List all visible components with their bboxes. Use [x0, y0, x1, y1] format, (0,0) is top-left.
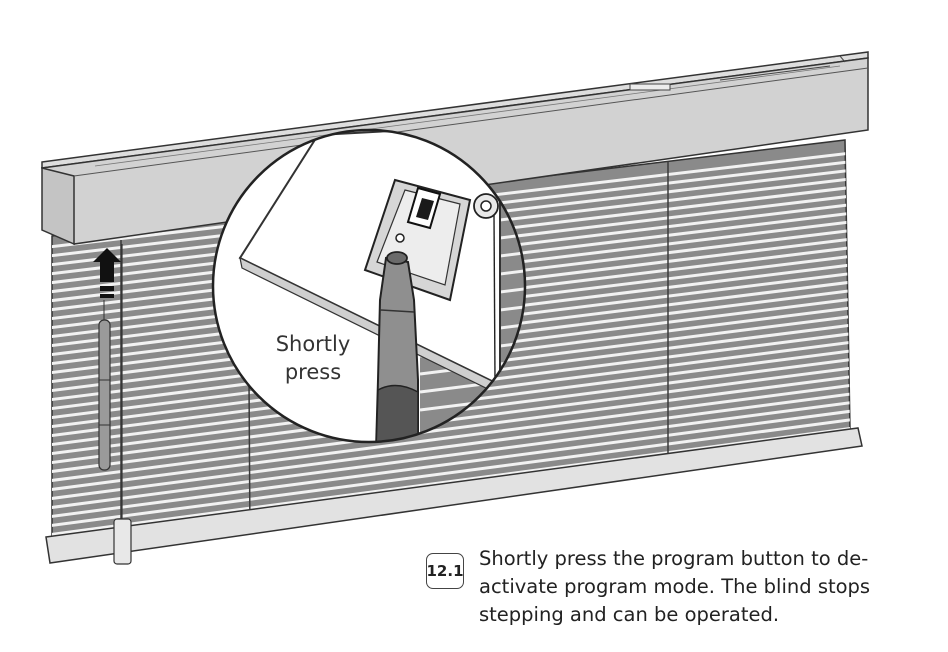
callout-label: Shortly press: [268, 330, 358, 386]
magnifier-callout: [211, 128, 527, 444]
headrail-top-detail: [629, 55, 846, 91]
bottom-rail: [45, 427, 863, 564]
slat-line: [52, 391, 850, 502]
press-tool: [374, 251, 419, 442]
up-arrow-icon: [93, 248, 121, 298]
callout-line-2: press: [284, 360, 342, 384]
slat-line: [52, 374, 850, 484]
step-number-badge: 12.1: [426, 553, 464, 589]
program-button-icon[interactable]: [406, 186, 442, 230]
pull-cord[interactable]: [113, 244, 132, 565]
slat-line: [52, 408, 850, 520]
step-instruction: Shortly press the program button to de-a…: [479, 547, 871, 626]
slat-line: [52, 417, 850, 529]
slat-line: [52, 382, 850, 493]
tilt-wand[interactable]: [98, 300, 111, 471]
callout-line-1: Shortly: [275, 332, 351, 356]
slat-line: [52, 399, 850, 511]
